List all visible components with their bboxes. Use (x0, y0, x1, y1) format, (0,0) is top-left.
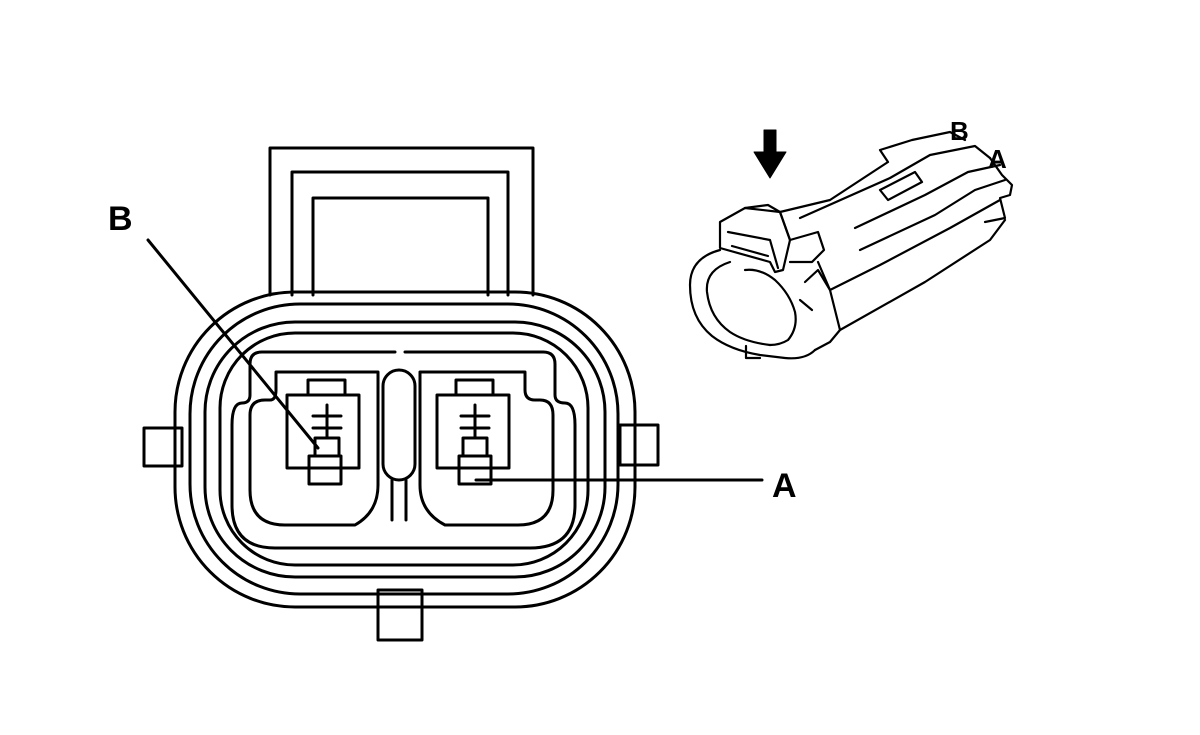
housing-ring-3 (203, 320, 607, 579)
body-rib-2 (858, 178, 1007, 252)
left-side-key (142, 426, 184, 468)
body-right-end (983, 156, 1014, 224)
front-face-inner (705, 260, 772, 347)
left-cavity (248, 370, 380, 527)
right-side-key (618, 423, 660, 467)
center-rib (381, 368, 417, 482)
body-window (878, 170, 924, 202)
housing-ring-4 (218, 331, 590, 567)
latch-tab-inner (290, 170, 510, 297)
latch-front (718, 206, 792, 274)
cavity-label-b: B (950, 116, 969, 146)
pin-label-b: B (108, 200, 133, 238)
body-top-edge (778, 130, 967, 214)
body-rib-1 (853, 163, 1002, 230)
leader-line-b (146, 238, 320, 450)
body-ridge (798, 144, 992, 220)
terminal-a (435, 378, 511, 486)
latch-top (743, 203, 792, 242)
pin-label-a: A (772, 467, 797, 505)
right-cavity (418, 370, 555, 527)
front-bottom-notch (744, 344, 762, 360)
center-rib-stem (390, 478, 408, 522)
body-lower-rib (816, 198, 1002, 332)
body-side-step (798, 268, 832, 312)
latch-tab-outer (268, 146, 535, 297)
housing-ring-2 (188, 302, 620, 596)
body-lower-edge (813, 218, 1007, 352)
latch-window (726, 230, 780, 270)
latch-tab-window (311, 196, 490, 297)
bottom-key (376, 588, 424, 642)
connector-isometric-view: B A (688, 116, 1014, 360)
cavity-label-a: A (988, 144, 1007, 174)
front-face-outer (688, 248, 817, 360)
latch-side (788, 230, 826, 264)
terminal-b (285, 378, 361, 486)
front-cavity (743, 268, 797, 347)
housing-outer (173, 290, 637, 609)
inner-seal-outline (230, 350, 577, 550)
down-arrow-icon (753, 129, 787, 179)
connector-face-view: B A (108, 146, 797, 642)
